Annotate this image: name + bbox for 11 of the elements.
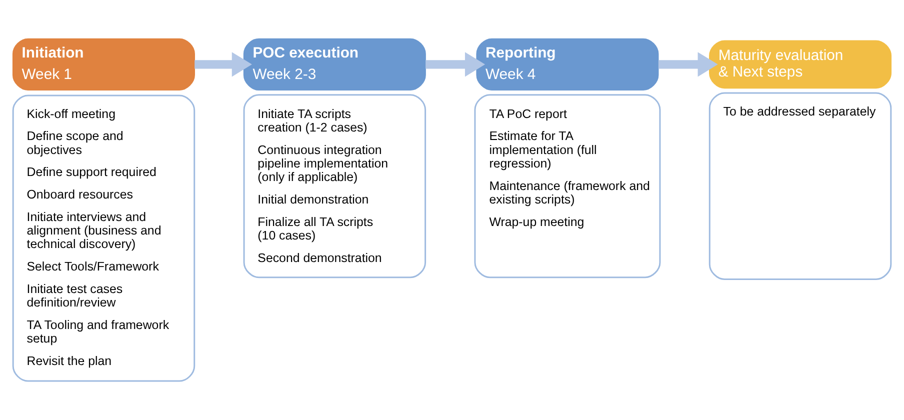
- arrow: [658, 52, 718, 77]
- node-box: Initiation Week 1: [12, 38, 195, 90]
- node-box: Reporting Week 4: [476, 38, 659, 90]
- node-box: Kick-off meeting Define scope and objectives Define support required Onboard resources Initiate interviews and alignment (business and technical discovery) Select Tools/Framework Initiate test cases definition/review TA Tooling and framework setup Revisit the plan: [12, 94, 196, 382]
- node-box: To be addressed separately: [708, 92, 892, 280]
- node-box: TA PoC report Estimate for TA implementation (full regression) Maintenance (framework and existing scripts) Wrap-up meeting: [474, 94, 661, 278]
- node-box: Initiate TA scripts creation (1-2 cases) Continuous integration pipeline implementation (only if applicable) Initial demonstration Finalize all TA scripts (10 cases) Second demonstration: [243, 94, 426, 278]
- node-box: POC execution Week 2-3: [243, 38, 426, 90]
- node-box: Maturity evaluation & Next steps: [709, 40, 892, 89]
- arrow: [194, 52, 252, 77]
- arrow: [426, 52, 486, 77]
